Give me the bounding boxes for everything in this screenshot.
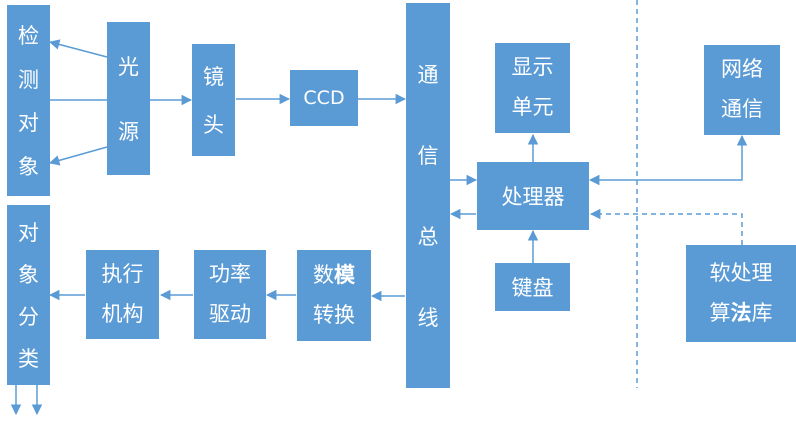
block-light-source-char: 源: [118, 119, 139, 144]
block-detect-object: 检 测 对 象: [7, 5, 50, 196]
block-actuator: 执行 机构: [86, 250, 159, 339]
block-detect-object-char: 对: [18, 111, 39, 136]
block-ccd: CCD: [290, 70, 358, 126]
block-bus-char: 通: [417, 62, 439, 87]
block-keyboard-label: 键盘: [511, 276, 554, 300]
block-lens-char: 头: [203, 113, 224, 137]
block-network-communication: 网络 通信: [704, 45, 780, 135]
block-classify-char: 分: [18, 305, 39, 329]
block-classify-char: 类: [18, 347, 39, 371]
block-bus-char: 线: [417, 306, 439, 331]
block-bus-char: 信: [417, 143, 439, 168]
block-processor-label: 处理器: [501, 185, 565, 209]
block-display-unit: 显示 单元: [495, 43, 570, 133]
arrow-light-to-object-top: [48, 39, 108, 58]
block-communication-bus: 通 信 总 线: [406, 3, 450, 388]
arrow-software-to-processor: [589, 208, 743, 245]
block-da-line1-bold: 模: [334, 262, 355, 287]
block-software-algorithm-library: 软处理 算法库: [686, 245, 796, 342]
block-power-drive-line: 功率: [209, 261, 251, 286]
block-detect-object-char: 象: [18, 155, 39, 180]
block-da-line1-part: 数: [313, 262, 334, 287]
block-detect-object-char: 检: [18, 23, 39, 48]
block-software-line2-bold: 法: [730, 300, 752, 325]
arrow-light-to-object-bottom: [48, 146, 108, 166]
block-detect-object-char: 测: [18, 67, 39, 92]
block-lens-char: 镜: [203, 65, 224, 89]
block-software-line2: 算法库: [710, 294, 773, 334]
block-display-unit-line: 单元: [511, 95, 554, 119]
block-processor: 处理器: [477, 162, 589, 230]
block-da-conversion: 数模 转换: [297, 250, 371, 341]
block-classify-char: 对: [18, 221, 39, 245]
block-object-classification: 对 象 分 类: [7, 205, 50, 385]
block-keyboard: 键盘: [495, 263, 570, 311]
block-light-source-char: 光: [118, 55, 139, 80]
block-network-line: 通信: [721, 97, 763, 121]
block-display-unit-line: 显示: [511, 55, 554, 80]
block-network-line: 网络: [721, 57, 763, 82]
block-bus-char: 总: [417, 225, 439, 250]
block-classify-char: 象: [18, 263, 39, 287]
arrow-network-processor: [588, 134, 748, 186]
block-da-line2: 转换: [313, 302, 355, 327]
block-software-line1: 软处理: [709, 260, 773, 285]
block-power-drive-line: 驱动: [209, 301, 251, 326]
block-da-line1: 数模: [313, 256, 355, 296]
block-software-line2-part: 算: [709, 300, 731, 325]
block-lens: 镜 头: [192, 44, 235, 156]
block-actuator-line: 执行: [101, 261, 144, 286]
block-actuator-line: 机构: [101, 301, 144, 326]
block-light-source: 光 源: [107, 22, 150, 175]
block-ccd-label: CCD: [303, 87, 345, 109]
block-power-drive: 功率 驱动: [194, 250, 266, 339]
block-software-line2-part: 库: [751, 300, 773, 325]
